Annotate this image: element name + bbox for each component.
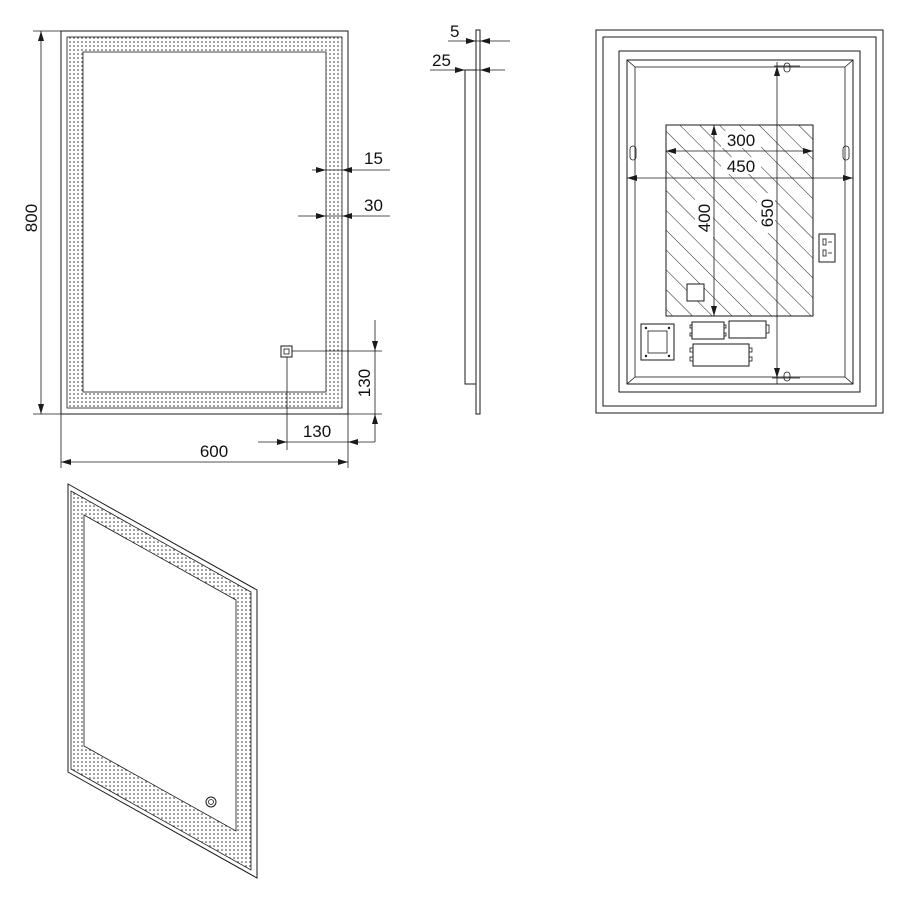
terminal-block-icon	[640, 323, 675, 361]
dim-bracket-inner-label: 300	[727, 131, 755, 150]
dim-panel-height-label: 400	[695, 204, 714, 232]
power-connector-icon	[818, 233, 836, 263]
dim-switch-vertical-label: 130	[355, 369, 374, 397]
dim-panel-height	[711, 125, 717, 316]
side-backplate	[464, 69, 477, 385]
back-panel-outer	[618, 50, 861, 393]
dim-hanger-spacing-label: 650	[758, 199, 777, 227]
dim-glass-thickness	[448, 38, 510, 44]
side-view: 5 25	[430, 22, 510, 415]
dim-glass-thickness-label: 5	[450, 22, 459, 41]
transformer-icon	[689, 343, 753, 367]
led-driver-icon	[689, 321, 727, 340]
mirror-clear-area	[82, 51, 327, 393]
dim-switch-horizontal-label: 130	[303, 422, 331, 441]
bracket-cutout	[686, 283, 705, 302]
dim-switch-horizontal	[258, 357, 375, 450]
mirror-outer-edge	[60, 30, 349, 415]
back-panel	[626, 59, 854, 385]
perspective-switch-icon	[205, 796, 217, 808]
dim-frame-outer-label: 15	[364, 149, 383, 168]
touch-dimmer-module-icon	[728, 320, 770, 339]
hanger-hook-top-icon	[774, 62, 800, 73]
back-inner-frame	[602, 36, 877, 407]
dim-frame-inner	[298, 213, 390, 219]
back-panel-inner	[634, 66, 846, 378]
back-view: 300 450 400 650	[595, 29, 884, 414]
dim-bracket-outer	[627, 175, 853, 181]
dim-total-depth-label: 25	[432, 51, 451, 70]
dim-frame-inner-label: 30	[364, 196, 383, 215]
back-outer-frame	[595, 29, 884, 414]
dim-frame-outer	[312, 167, 390, 173]
touch-switch-icon	[280, 345, 293, 358]
dim-hanger-spacing	[774, 62, 780, 384]
side-glass	[475, 29, 481, 415]
dim-height-label: 800	[22, 204, 41, 232]
perspective-view	[67, 483, 258, 879]
front-view: 800 600 15 30	[22, 30, 390, 468]
hanger-hook-left-icon	[629, 145, 637, 161]
perspective-mirror-area	[83, 514, 237, 832]
perspective-outer-edge	[67, 483, 258, 879]
dim-total-depth	[430, 67, 505, 73]
dim-bracket-outer-label: 450	[727, 157, 755, 176]
hanger-hook-right-icon	[842, 145, 850, 161]
dim-height	[33, 30, 61, 415]
dim-width-label: 600	[200, 442, 228, 461]
dim-bracket-inner	[666, 148, 813, 154]
dim-switch-vertical	[292, 320, 382, 442]
dim-width	[60, 414, 349, 468]
